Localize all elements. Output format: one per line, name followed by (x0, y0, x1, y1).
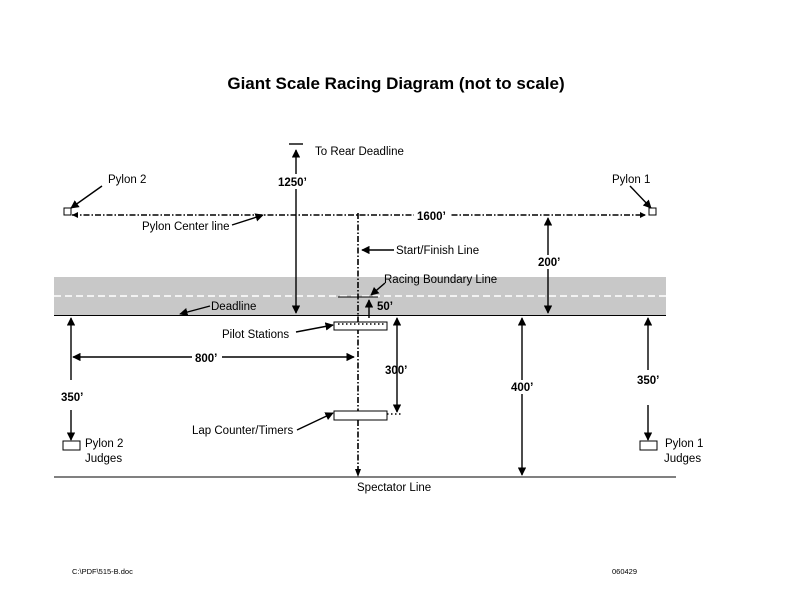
racing-boundary-leader (370, 282, 386, 296)
pilot-stations-label: Pilot Stations (222, 329, 289, 341)
lap-counter-leader (296, 412, 334, 431)
lap-counter-timers-label: Lap Counter/Timers (192, 425, 293, 437)
start-finish-arrowhead (355, 469, 361, 477)
dim-400-label: 400’ (511, 382, 533, 394)
pylon-1-judges-label-line1: Pylon 1 (665, 438, 703, 450)
dim-350-left-label: 350’ (61, 392, 83, 404)
dim-1600-bg (414, 209, 450, 222)
dim-200-bg (536, 255, 564, 269)
spectator-line-label: Spectator Line (357, 482, 431, 494)
pylon-1-judges-box (639, 440, 658, 451)
pylon-1-judges-label-line2: Judges (664, 453, 701, 465)
dim-800-bg (192, 351, 222, 364)
pylon-2-judges-label-line2: Judges (85, 453, 122, 465)
pylon-2-leader (70, 185, 103, 209)
pilot-stations-box (333, 321, 388, 331)
dim-400-bg (510, 380, 538, 394)
pylon-center-line-label: Pylon Center line (142, 221, 230, 233)
pylon-1-marker (648, 207, 657, 216)
dim-1250-label: 1250’ (278, 177, 307, 189)
pylon-1-label: Pylon 1 (612, 174, 650, 186)
pylon-2-marker (63, 207, 72, 216)
dim-800-label: 800’ (195, 353, 217, 365)
pilot-stations-leader (295, 322, 334, 333)
dim-1600-label: 1600’ (417, 211, 446, 223)
dim-300-label: 300’ (385, 365, 407, 377)
dim-50-label: 50’ (377, 301, 393, 313)
footer-doc-number: 060429 (612, 567, 637, 576)
footer-file-path: C:\PDF\515-B.doc (72, 567, 133, 576)
dim-1250-bg (276, 174, 310, 189)
start-finish-line-label: Start/Finish Line (396, 245, 479, 257)
pylon-2-judges-label-line1: Pylon 2 (85, 438, 123, 450)
to-rear-deadline-label: To Rear Deadline (315, 146, 404, 158)
dim-350-right-label: 350’ (637, 375, 659, 387)
deadline-leader (179, 305, 211, 317)
diagram-title: Giant Scale Racing Diagram (not to scale… (227, 74, 564, 93)
pylon-1-leader (629, 185, 652, 209)
dim-200-label: 200’ (538, 257, 560, 269)
pylon-center-leader (231, 213, 264, 226)
pylon-2-label: Pylon 2 (108, 174, 146, 186)
lap-counter-box (333, 410, 388, 421)
deadline-label: Deadline (211, 301, 256, 313)
pylon-2-judges-box (62, 440, 81, 451)
racing-boundary-line-label: Racing Boundary Line (384, 274, 497, 286)
